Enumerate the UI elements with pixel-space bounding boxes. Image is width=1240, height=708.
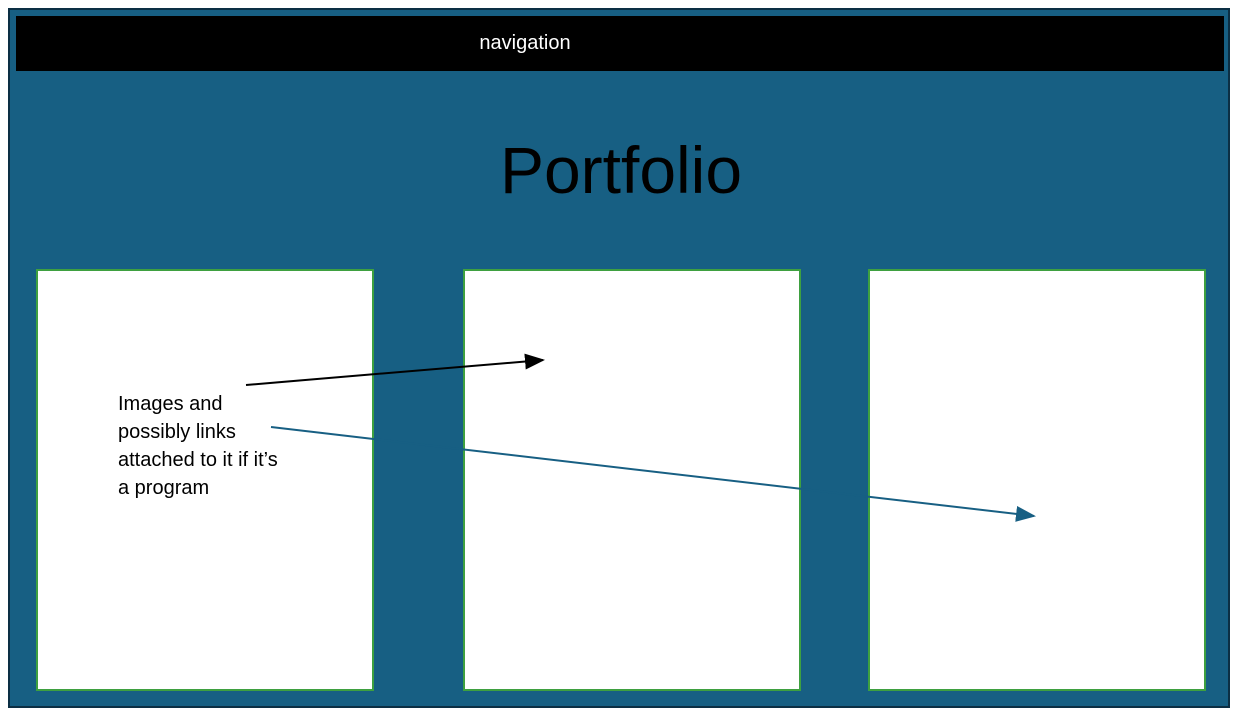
annotation-note: Images and possibly links attached to it… [118,393,278,499]
portfolio-card-3[interactable] [868,269,1206,691]
page-frame: navigation Portfolio Images and possibly… [8,8,1230,708]
navigation-bar[interactable]: navigation [16,16,1224,71]
page-title: Portfolio [499,133,743,207]
portfolio-card-2[interactable] [463,269,801,691]
navigation-label: navigation [479,32,571,54]
